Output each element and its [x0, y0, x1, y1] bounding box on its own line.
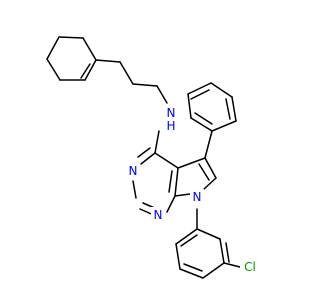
bonds [46, 36, 241, 279]
bond [168, 170, 173, 193]
bond [132, 180, 137, 199]
bond [46, 36, 60, 60]
bond [223, 262, 241, 268]
hydrogen-atom-label: H [166, 119, 175, 133]
bond [219, 238, 225, 264]
bond [210, 82, 233, 98]
bond [174, 167, 179, 197]
bond [140, 152, 156, 165]
bond [203, 177, 217, 190]
bond [198, 163, 210, 181]
bond [211, 120, 237, 132]
bond [187, 82, 212, 95]
bond [175, 228, 198, 245]
bond [154, 130, 160, 154]
bond [180, 234, 198, 247]
bond [84, 59, 97, 81]
bond [137, 147, 151, 158]
bond [202, 262, 225, 279]
bond [156, 85, 168, 104]
bond [154, 152, 179, 169]
bond [204, 130, 213, 159]
nitrogen-atom-label: N [167, 106, 176, 120]
bond [196, 228, 221, 240]
bond [82, 37, 97, 61]
nitrogen-atom-label: N [193, 190, 202, 204]
molecule-structure-diagram: N H N N N Cl [46, 36, 260, 279]
bond [58, 36, 84, 39]
bond [95, 59, 121, 63]
bond [175, 243, 181, 270]
bond [225, 98, 231, 120]
bond [187, 93, 192, 119]
bond [204, 157, 217, 179]
bond [174, 193, 191, 197]
bond [231, 96, 237, 122]
bond [46, 58, 61, 81]
atom-labels: N H N N N Cl [126, 105, 260, 275]
bond [80, 63, 91, 79]
bond [177, 157, 206, 169]
bond [190, 89, 210, 100]
nitrogen-atom-label: N [154, 208, 163, 222]
chlorine-atom-label: Cl [244, 260, 256, 274]
bond [225, 242, 230, 263]
bond [179, 268, 204, 279]
bond [194, 112, 213, 125]
nitrogen-atom-label: N [129, 164, 138, 178]
bond [119, 61, 134, 85]
bond [132, 83, 158, 87]
bond [166, 195, 176, 213]
bond [190, 117, 213, 132]
bond [183, 263, 203, 272]
